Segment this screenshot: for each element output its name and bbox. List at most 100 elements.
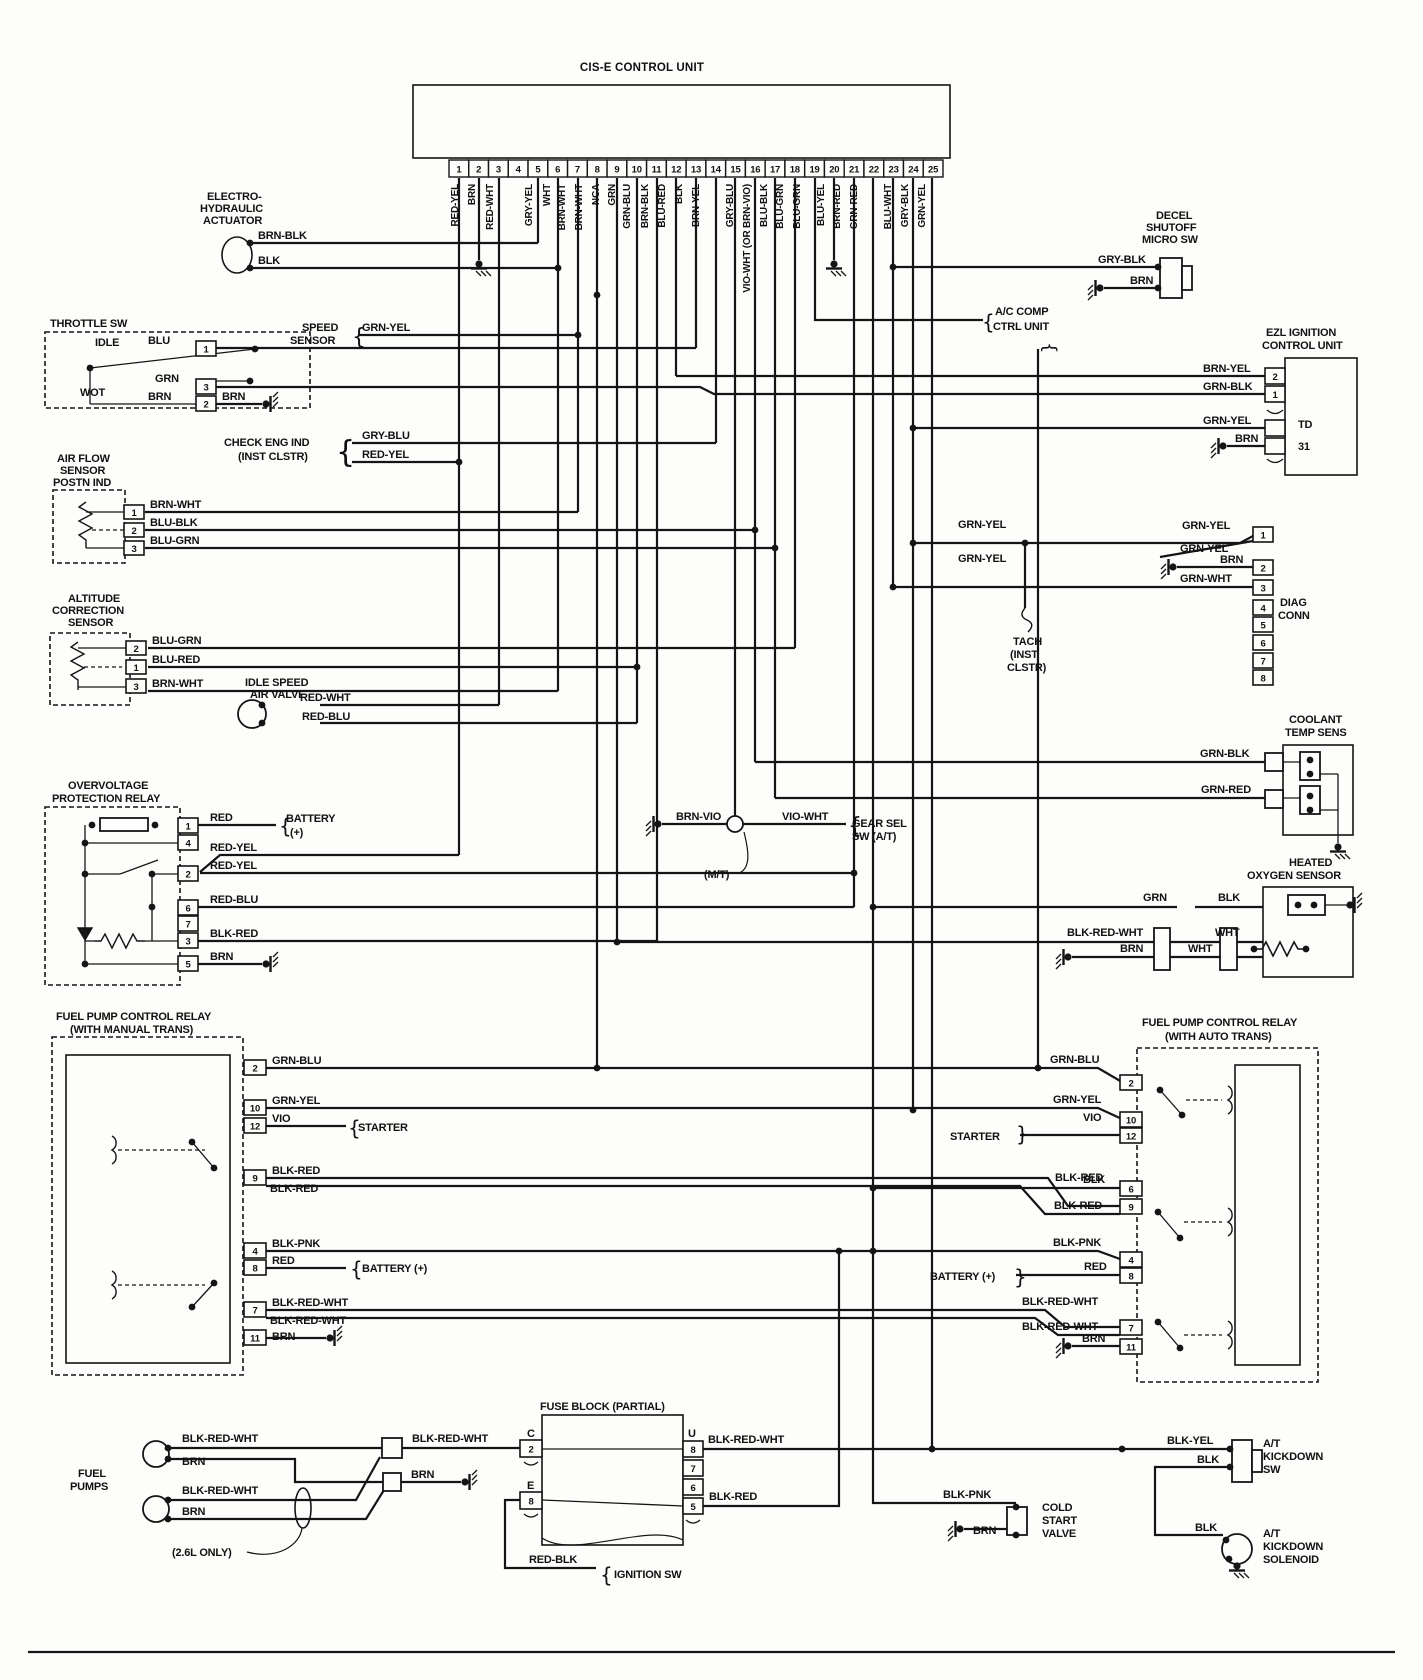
pin-box [1252,669,1274,686]
symbol-path [738,831,749,874]
junction-dot [1154,1208,1162,1216]
brace-glyph: { [348,1116,361,1140]
component-box [541,1414,684,1546]
pin-box [243,1329,267,1346]
pin-box [1119,1198,1143,1215]
wire-label: RED [1084,1261,1107,1273]
brace-glyph: { [1039,342,1060,353]
cis-wire-label: GRY-BLU [725,184,736,227]
wire-label: GRN [155,373,179,385]
wire-label: BRN [973,1525,996,1537]
wire-label: BLK-RED-WHT [272,1297,348,1309]
cis-pin-number: 23 [889,165,899,176]
junction-dot [164,1496,172,1504]
wire-label: RED-BLU [302,711,350,723]
wire-internal [541,1499,684,1507]
junction-dot [148,870,156,878]
wire [1153,1465,1232,1537]
junction-dot [909,424,917,432]
component-circle [142,1495,170,1523]
wire [266,1066,1123,1083]
brace-glyph: { [279,814,292,838]
junction-dot [1012,1531,1020,1539]
wire-label: BRN-WHT [150,499,202,511]
wire [266,1316,1120,1337]
wire-label: ACTUATOR [203,215,262,227]
cis-pin-number: 6 [555,165,560,176]
wire-label: A/T [1263,1528,1281,1540]
junction-dot [1154,284,1162,292]
cis-wire-label: GRY-YEL [524,184,535,226]
wire-label: (WITH MANUAL TRANS) [70,1024,194,1036]
junction-dot [81,960,89,968]
pin-box [177,865,199,882]
pin-box [1264,437,1286,455]
cis-pin-number: 16 [750,165,760,176]
junction-dot [81,839,89,847]
junction-dot [835,1247,843,1255]
pin-number: 6 [1260,638,1265,649]
wire-label: OVERVOLTAGE [68,780,148,792]
wire-label: BLK-PNK [943,1489,991,1501]
connector-square [1219,927,1238,971]
wire-label: GRN-YEL [272,1095,321,1107]
wire-label: DIAG [1280,597,1307,609]
ground-icon [826,260,847,277]
wire-label: BRN [1235,433,1258,445]
connector-square [1299,751,1321,781]
pin-number: 6 [1128,1184,1133,1195]
pin-number: 12 [1126,1131,1136,1142]
cis-pin-number: 3 [496,165,501,176]
pin-number: 5 [185,959,191,970]
wire-label: EZL IGNITION [1266,327,1336,339]
wire [266,1249,1121,1261]
junction-dot [164,1455,172,1463]
brace-glyph: } [1014,1265,1027,1289]
wire-label: WHT [1188,943,1213,955]
wire [813,178,983,322]
cis-pin-number: 4 [516,165,522,176]
wire-label: AIR FLOW [57,453,111,465]
pin-box [1119,1180,1143,1197]
junction-dot [1118,1445,1126,1453]
wire-label: SHUTOFF [1146,222,1197,234]
cis-pin-number: 18 [790,165,800,176]
wire-label: BLK-RED-WHT [182,1433,258,1445]
cis-wire-label: BRN-WHT [574,184,585,230]
pin-number: 6 [185,903,190,914]
wire-label: (M/T) [704,869,730,881]
pin-box [1119,1319,1143,1336]
pin-number: 3 [203,382,208,393]
pin-number: 2 [185,869,190,880]
wire-label: CONN [1278,610,1310,622]
wire-label: BRN [210,951,233,963]
connector-square [1159,257,1183,299]
connector-square [1264,752,1284,772]
ground-icon [326,1325,343,1346]
symbol-path [1266,458,1284,464]
pin-number: 3 [133,682,138,693]
component-ellipse [294,1487,312,1529]
junction-dot [258,719,266,727]
pin-box [1252,616,1274,633]
wire-label: IGNITION SW [614,1569,682,1581]
wire-label: DECEL [1156,210,1193,222]
pin-box [1119,1111,1143,1128]
connector-square [1264,789,1284,809]
wire-label: CORRECTION [52,605,124,617]
wire-label: BLK-RED [210,928,258,940]
pin-box [1264,367,1286,385]
pin-box [1252,559,1274,576]
pin-number: 12 [250,1121,260,1132]
wire-label: WOT [80,387,106,399]
connector-square [1251,1449,1263,1473]
pin-number: 3 [185,936,190,947]
wire-label: GRN-RED [1201,784,1251,796]
pin-box [1252,634,1274,651]
pin-number: 1 [203,344,209,355]
wire-label: BLK-RED-WHT [182,1485,258,1497]
symbol-path [246,1527,303,1555]
pin-box [195,395,217,412]
pin-number: 8 [528,1496,533,1507]
